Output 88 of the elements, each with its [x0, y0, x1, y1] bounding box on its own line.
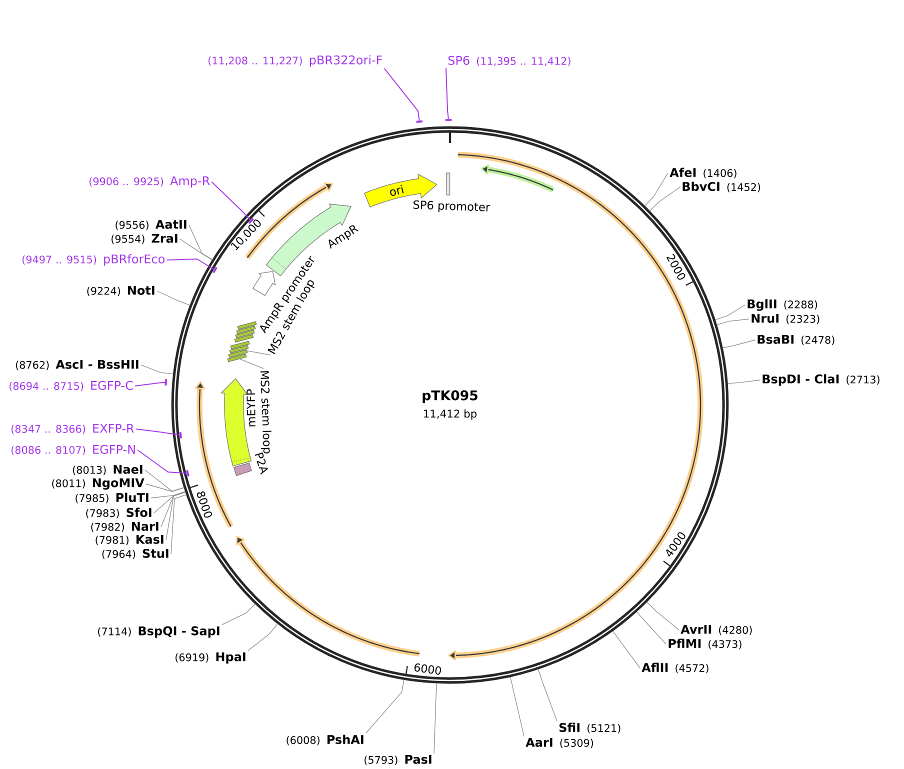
leader-line: [166, 492, 186, 540]
stem-loop-bar: [235, 330, 255, 338]
primer-mark: [186, 470, 190, 477]
site-label: (7981) KasI: [96, 534, 164, 546]
leader-line: [646, 602, 680, 630]
leader-line: [728, 380, 760, 384]
stem-loop-bar: [230, 340, 250, 350]
site-label: BspDI - ClaI (2713): [762, 374, 880, 386]
stem-loop-bar: [236, 326, 256, 334]
leader-line: [144, 470, 184, 492]
primer-label: (9906 .. 9925) Amp-R: [90, 176, 210, 188]
site-label: AfeI (1406): [670, 168, 736, 178]
leader-line: [188, 224, 213, 260]
primer-mark: [179, 432, 182, 438]
leader-line: [180, 238, 212, 260]
site-label: (6008) PshAI: [286, 734, 364, 746]
stem-loop-bar: [237, 321, 257, 330]
primer-label: (11,208 .. 11,227) pBR322ori-F: [208, 55, 382, 67]
leader-line: [222, 604, 256, 626]
leader-line: [211, 182, 251, 221]
site-label: (6919) HpaI: [176, 652, 246, 664]
leader-line: [137, 450, 188, 474]
primer-label: (8347 .. 8366) EXFP-R: [12, 424, 134, 434]
primer-mark: [248, 218, 254, 224]
stem-loop-bar: [234, 334, 254, 343]
leader-line: [135, 428, 180, 436]
primer-mark: [445, 118, 452, 122]
leader-line: [636, 612, 666, 644]
site-label: (8013) NaeI: [72, 464, 142, 476]
leader-line: [446, 67, 449, 120]
leader-line: [715, 304, 746, 320]
leader-line: [140, 364, 174, 374]
leader-line: [538, 669, 558, 722]
leader-line: [242, 350, 271, 356]
leader-line: [434, 683, 437, 754]
leader-line: [644, 172, 668, 206]
site-label: SfiI (5121): [559, 722, 620, 734]
leader-line: [170, 494, 186, 554]
site-label: BsaBI (2478): [758, 334, 834, 346]
stem-loop-bar: [228, 349, 248, 358]
leader-line: [156, 290, 190, 306]
feature-label: MS2 stem loop: [260, 371, 272, 454]
stem-loop-bar: [229, 345, 249, 354]
tick-label: 8000: [196, 491, 212, 518]
site-label: AarI (5309): [526, 738, 594, 748]
primer-label: SP6 (11,395 .. 11,412): [448, 56, 570, 66]
site-label: BglII (2288): [748, 299, 818, 311]
site-label: (7982) NarI: [91, 522, 158, 532]
leader-line: [366, 680, 404, 734]
leader-line: [248, 623, 278, 652]
primer-label: (8694 .. 8715) EGFP-C: [10, 380, 133, 392]
primer-mark: [212, 266, 218, 274]
site-label: (9556) AatII: [116, 220, 186, 230]
site-label: (7114) BspQI - SapI: [98, 626, 220, 638]
site-label: (8011) NgoMIV: [52, 478, 144, 490]
primer-mark: [416, 120, 423, 123]
stem-loop-bar: [227, 354, 247, 362]
primer-label: (8086 .. 8107) EGFP-N: [12, 444, 135, 456]
tick-label: 6000: [414, 663, 441, 675]
site-label: (9554) ZraI: [112, 234, 178, 244]
site-label: NruI (2323): [752, 314, 820, 324]
site-label: AflII (4572): [642, 662, 708, 674]
site-label: (5793) PasI: [364, 754, 432, 766]
site-label: (9224) NotI: [87, 286, 154, 296]
leader-line: [154, 492, 186, 514]
site-label: PflMI (4373): [668, 638, 742, 650]
leader-line: [722, 340, 756, 348]
leader-line: [612, 630, 640, 668]
site-label: AvrII (4280): [680, 624, 752, 636]
leader-line: [134, 382, 166, 386]
leader-line: [150, 491, 186, 498]
primer-mark: [164, 379, 168, 386]
leader-line: [716, 318, 750, 326]
leader-line: [146, 484, 184, 492]
leader-line: [384, 68, 420, 122]
leader-line: [160, 492, 186, 528]
site-label: (7964) StuI: [102, 548, 168, 560]
leader-line: [239, 358, 264, 369]
site-label: BbvCI (1452): [682, 182, 760, 192]
leader-line: [166, 258, 215, 270]
leader-line: [649, 186, 680, 212]
feature-label: mEYFP: [246, 389, 256, 426]
site-label: (7983) SfoI: [86, 508, 152, 518]
site-label: (8762) AscI - BssHII: [16, 360, 138, 370]
leader-line: [510, 676, 524, 737]
feature-label: P2A: [254, 452, 268, 474]
primer-label: (9497 .. 9515) pBRforEco: [22, 254, 165, 266]
site-label: (7985) PluTI: [76, 492, 148, 504]
